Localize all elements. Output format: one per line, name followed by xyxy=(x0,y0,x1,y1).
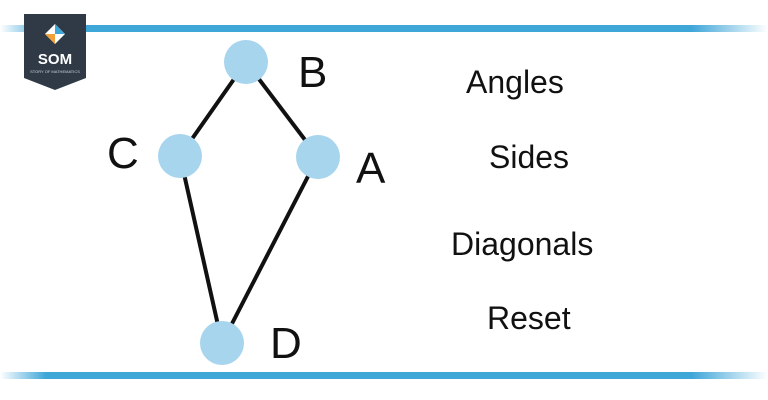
diagonals-button[interactable]: Diagonals xyxy=(451,226,594,262)
edge-cd xyxy=(178,154,224,345)
reset-button[interactable]: Reset xyxy=(487,300,571,336)
bottom-accent-bar xyxy=(0,372,768,379)
vertex-label-d: D xyxy=(270,319,302,368)
top-accent-bar xyxy=(0,25,768,32)
vertex-b[interactable] xyxy=(224,40,268,84)
edges-layer xyxy=(178,60,320,345)
edge-ad xyxy=(220,155,320,345)
vertices-layer xyxy=(158,40,340,365)
logo-badge-shape xyxy=(24,14,86,90)
vertex-label-b: B xyxy=(298,48,327,97)
vertex-a[interactable] xyxy=(296,135,340,179)
vertex-d[interactable] xyxy=(200,321,244,365)
sides-button[interactable]: Sides xyxy=(489,139,570,175)
vertex-c[interactable] xyxy=(158,134,202,178)
vertex-label-c: C xyxy=(107,129,139,178)
vertex-label-a: A xyxy=(356,144,386,193)
labels-layer: AB C D xyxy=(107,48,386,368)
som-logo: SOM STORY OF MATHEMATICS xyxy=(24,14,86,90)
angles-button[interactable]: Angles xyxy=(466,64,564,100)
logo-text: SOM xyxy=(38,51,72,68)
logo-mark-icon xyxy=(45,24,65,44)
kite-diagram: AB C D xyxy=(107,40,386,368)
logo-tagline: STORY OF MATHEMATICS xyxy=(30,69,80,74)
